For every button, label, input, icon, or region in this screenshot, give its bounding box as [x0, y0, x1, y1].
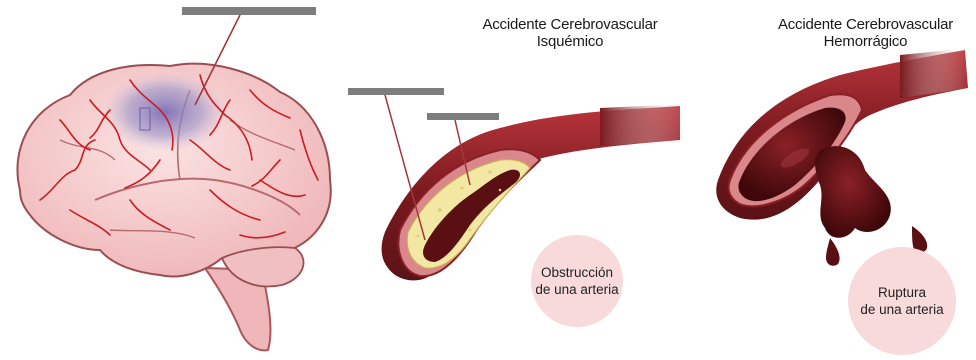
ischemic-title: Accidente Cerebrovascular Isquémico	[455, 16, 685, 50]
vessel-label-bar-1	[348, 88, 444, 95]
hemorrhagic-vessel	[716, 48, 970, 266]
blood-drop-1	[826, 238, 840, 266]
ischemic-title-line-1: Accidente Cerebrovascular	[455, 16, 685, 33]
hemorrhagic-caption-line-2: de una arteria	[860, 301, 943, 318]
ischemic-caption-line-2: de una arteria	[535, 281, 618, 298]
ischemic-vessel	[382, 104, 690, 280]
hemorrhagic-caption-line-1: Ruptura	[860, 284, 943, 301]
hemorrhage-blob	[815, 146, 891, 238]
hemorrhagic-title: Accidente Cerebrovascular Hemorrágico	[755, 16, 976, 50]
affected-area	[103, 72, 227, 152]
vessel-label-bar-2	[427, 113, 499, 120]
brain-illustration	[17, 64, 330, 351]
hemorrhagic-title-line-1: Accidente Cerebrovascular	[755, 16, 976, 33]
hemorrhagic-title-line-2: Hemorrágico	[755, 33, 976, 50]
hemorrhagic-caption: Ruptura de una arteria	[848, 247, 956, 355]
brain-label-bar	[182, 7, 316, 15]
ischemic-caption-line-1: Obstrucción	[535, 264, 618, 281]
ischemic-title-line-2: Isquémico	[455, 33, 685, 50]
ischemic-caption: Obstrucción de una arteria	[531, 235, 623, 327]
